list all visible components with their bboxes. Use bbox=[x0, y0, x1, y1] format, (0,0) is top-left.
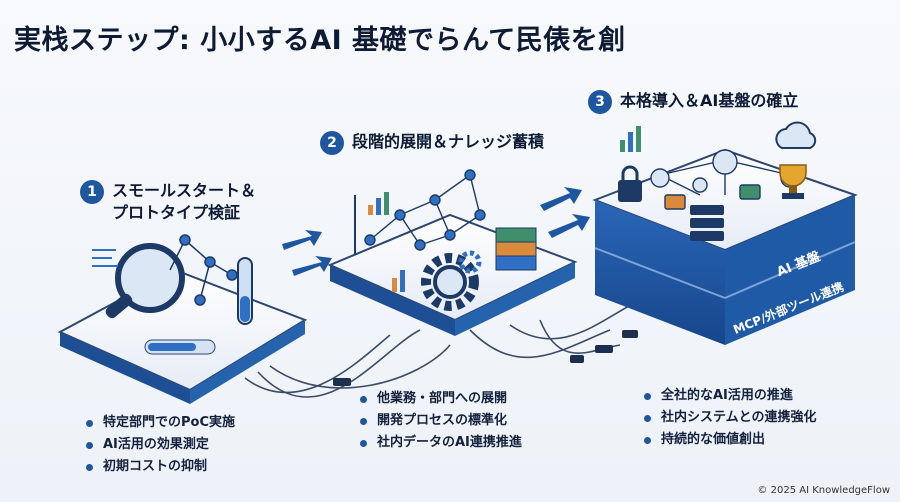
step-1-bullets: 特定部門でのPoC実施 AI活用の効果測定 初期コストの抑制 bbox=[86, 412, 235, 478]
step-title-line: プロトタイプ検証 bbox=[112, 203, 241, 222]
step-number-badge: 3 bbox=[588, 90, 612, 114]
step-title-line: 本格導入＆AI基盤の確立 bbox=[620, 91, 799, 110]
bullet-text: 社内データのAI連携推進 bbox=[377, 435, 522, 450]
copyright-text: © 2025 AI KnowledgeFlow bbox=[757, 485, 890, 496]
bullet-text: 持続的な価値創出 bbox=[661, 432, 766, 447]
search-icon bbox=[105, 243, 185, 319]
step-number-badge: 1 bbox=[80, 180, 104, 204]
bullet-dot-icon bbox=[644, 436, 651, 444]
bar-chart-icon bbox=[620, 126, 641, 152]
list-item: 社内データのAI連携推進 bbox=[360, 432, 522, 454]
bullet-dot-icon bbox=[360, 417, 367, 425]
platform-2 bbox=[327, 169, 578, 336]
bullet-text: 全社的なAI活用の推進 bbox=[661, 388, 793, 403]
bullet-dot-icon bbox=[360, 395, 367, 403]
list-item: 開発プロセスの標準化 bbox=[360, 410, 522, 432]
bullet-text: 社内システムとの連携強化 bbox=[661, 410, 817, 425]
step-title: 段階的展開＆ナレッジ蓄積 bbox=[352, 131, 544, 153]
step-title: スモールスタート＆ プロトタイプ検証 bbox=[112, 180, 256, 224]
step-2-heading: 2 段階的展開＆ナレッジ蓄積 bbox=[320, 131, 544, 155]
step-number-badge: 2 bbox=[320, 131, 344, 155]
network-icon bbox=[169, 234, 238, 306]
bullet-text: AI活用の効果測定 bbox=[103, 437, 209, 452]
arrow-icon bbox=[540, 187, 590, 238]
bullet-dot-icon bbox=[644, 392, 651, 400]
plug-icon bbox=[333, 330, 638, 386]
list-item: 持続的な価値創出 bbox=[644, 429, 816, 451]
platform-3: AI 基盤 MCP/外部ツール連携 bbox=[592, 121, 858, 345]
bullet-dot-icon bbox=[644, 414, 651, 422]
step-1-heading: 1 スモールスタート＆ プロトタイプ検証 bbox=[80, 180, 256, 224]
bar-chart-icon bbox=[392, 270, 405, 292]
step-title: 本格導入＆AI基盤の確立 bbox=[620, 90, 798, 112]
bullet-dot-icon bbox=[86, 463, 93, 471]
bullet-dot-icon bbox=[86, 419, 93, 427]
bullet-dot-icon bbox=[86, 441, 93, 449]
step-2-bullets: 他業務・部門への展開 開発プロセスの標準化 社内データのAI連携推進 bbox=[360, 388, 522, 454]
platform-1 bbox=[57, 234, 308, 404]
cloud-icon bbox=[775, 121, 817, 149]
list-item: AI活用の効果測定 bbox=[86, 434, 235, 456]
list-item: 全社的なAI活用の推進 bbox=[644, 385, 816, 407]
arrow-icon bbox=[282, 230, 332, 276]
database-icon bbox=[690, 205, 724, 241]
step-3-heading: 3 本格導入＆AI基盤の確立 bbox=[588, 90, 798, 114]
list-item: 特定部門でのPoC実施 bbox=[86, 412, 235, 434]
bullet-dot-icon bbox=[360, 439, 367, 447]
bullet-text: 他業務・部門への展開 bbox=[377, 391, 508, 406]
progress-bar-icon bbox=[144, 339, 216, 355]
bar-chart-icon bbox=[354, 192, 389, 255]
step-3-bullets: 全社的なAI活用の推進 社内システムとの連携強化 持続的な価値創出 bbox=[644, 385, 816, 451]
trophy-icon bbox=[779, 164, 807, 199]
gear-icon bbox=[421, 250, 482, 311]
step-title-line: スモールスタート＆ bbox=[112, 181, 257, 200]
list-item: 初期コストの抑制 bbox=[86, 456, 235, 478]
bullet-text: 開発プロセスの標準化 bbox=[377, 413, 508, 428]
stack-icon bbox=[495, 227, 537, 271]
lock-icon bbox=[618, 165, 642, 202]
list-item: 他業務・部門への展開 bbox=[360, 388, 522, 410]
bullet-text: 特定部門でのPoC実施 bbox=[103, 415, 235, 430]
list-item: 社内システムとの連携強化 bbox=[644, 407, 816, 429]
bullet-text: 初期コストの抑制 bbox=[103, 459, 208, 474]
network-icon bbox=[364, 169, 486, 251]
page-title: 実栈ステップ: 小小するAI 基礎でらんて民俵を創 bbox=[14, 25, 626, 56]
step-title-line: 段階的展開＆ナレッジ蓄積 bbox=[352, 132, 545, 151]
list-icon bbox=[92, 249, 118, 267]
test-tube-icon bbox=[237, 257, 253, 325]
